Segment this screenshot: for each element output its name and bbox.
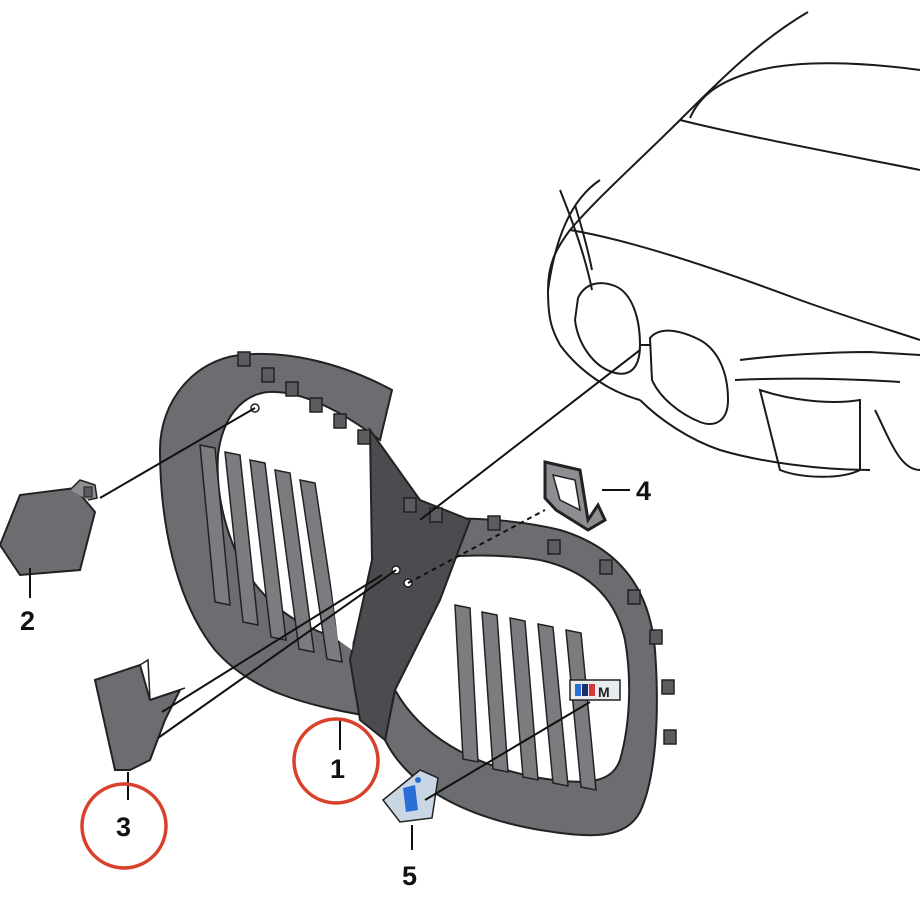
highlight-rings <box>80 717 380 870</box>
callout-3[interactable]: 3 <box>116 812 131 842</box>
callout-5[interactable]: 5 <box>402 861 417 891</box>
callout-1[interactable]: 1 <box>330 754 345 784</box>
m-emblem-text: M <box>598 684 610 700</box>
grille-mounting-tabs <box>237 351 677 745</box>
callout-2[interactable]: 2 <box>20 606 35 636</box>
callout-4[interactable]: 4 <box>636 476 651 506</box>
grille-right-kidney <box>383 517 658 837</box>
kidney-grille-frame[interactable]: M <box>158 351 677 837</box>
highlight-ring-1 <box>292 717 380 805</box>
grille-slats-right <box>454 604 597 791</box>
m-emblem: M <box>569 679 621 701</box>
leader-lines <box>29 349 641 850</box>
highlight-ring-3 <box>80 782 168 870</box>
mounting-bracket[interactable] <box>543 460 607 532</box>
lower-trim-piece[interactable] <box>93 658 186 771</box>
car-front-outline <box>546 11 920 478</box>
emblem-clip[interactable] <box>381 769 439 823</box>
callout-labels: 1 2 3 4 5 <box>20 476 651 891</box>
upper-cover-cap[interactable] <box>0 479 98 577</box>
